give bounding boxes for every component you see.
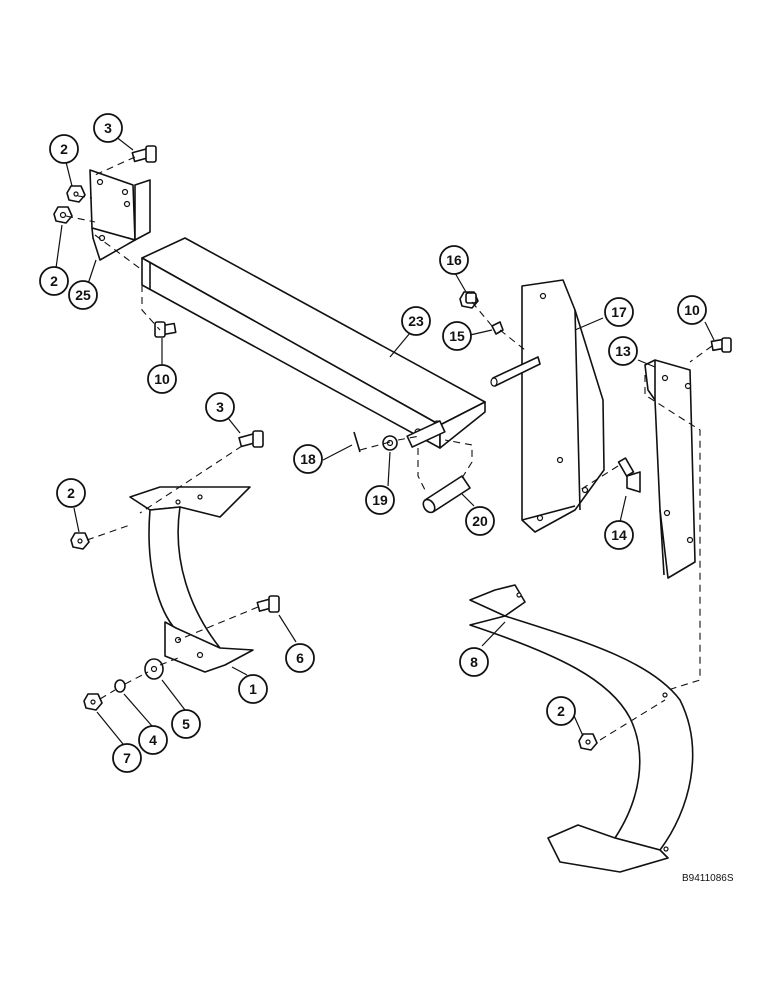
bracket-13 — [644, 359, 696, 579]
svg-text:2: 2 — [557, 703, 565, 719]
callout-13: 13 — [608, 336, 638, 366]
washer-19 — [382, 435, 398, 451]
svg-text:16: 16 — [446, 252, 462, 268]
support-23 — [141, 237, 486, 449]
callout-19: 19 — [365, 485, 395, 515]
svg-text:3: 3 — [104, 120, 112, 136]
lockwasher-4 — [114, 679, 126, 693]
svg-text:2: 2 — [50, 273, 58, 289]
callout-8: 8 — [459, 647, 489, 677]
bolt-10-right — [710, 337, 732, 353]
svg-text:19: 19 — [372, 492, 388, 508]
svg-text:17: 17 — [611, 304, 627, 320]
bolt-3-middle — [238, 430, 264, 448]
clip-15 — [491, 321, 504, 335]
callout-18: 18 — [293, 444, 323, 474]
svg-text:14: 14 — [611, 527, 627, 543]
strap-8 — [469, 584, 694, 873]
svg-text:3: 3 — [216, 399, 224, 415]
callout-15: 15 — [442, 321, 472, 351]
washer-5 — [144, 658, 164, 680]
callout-3-middle: 3 — [205, 392, 235, 422]
callout-17: 17 — [604, 297, 634, 327]
callout-1: 1 — [238, 674, 268, 704]
callout-25: 25 — [68, 280, 98, 310]
callout-2-top: 2 — [49, 134, 79, 164]
svg-text:6: 6 — [296, 650, 304, 666]
bolt-14 — [617, 457, 641, 493]
svg-text:20: 20 — [472, 513, 488, 529]
bolt-10-left — [154, 321, 177, 338]
callout-10-left: 10 — [147, 364, 177, 394]
svg-text:8: 8 — [470, 654, 478, 670]
svg-text:2: 2 — [67, 485, 75, 501]
fasteners — [53, 145, 732, 751]
callout-2-second: 2 — [39, 266, 69, 296]
pin-18 — [353, 431, 361, 453]
alignment-lines — [65, 156, 713, 741]
svg-text:18: 18 — [300, 451, 316, 467]
bolt-3-top — [131, 145, 157, 163]
callout-2-right: 2 — [546, 696, 576, 726]
callout-3-top: 3 — [93, 113, 123, 143]
callout-10-right: 10 — [677, 295, 707, 325]
svg-text:10: 10 — [154, 371, 170, 387]
bracket-25 — [89, 169, 151, 261]
callout-16: 16 — [439, 245, 469, 275]
nut-2-left — [70, 532, 90, 550]
svg-text:2: 2 — [60, 141, 68, 157]
svg-text:10: 10 — [684, 302, 700, 318]
svg-text:15: 15 — [449, 328, 465, 344]
bolt-6 — [256, 595, 280, 613]
nut-7 — [83, 693, 103, 711]
callout-6: 6 — [285, 643, 315, 673]
svg-text:5: 5 — [182, 716, 190, 732]
callout-2-left: 2 — [56, 478, 86, 508]
svg-text:7: 7 — [123, 750, 131, 766]
plate-17 — [521, 279, 605, 533]
spacer-20 — [422, 475, 471, 514]
callout-20: 20 — [465, 506, 495, 536]
svg-text:25: 25 — [75, 287, 91, 303]
pin-to-plate — [490, 356, 541, 387]
callout-7: 7 — [112, 743, 142, 773]
callouts: 3 2 2 25 10 16 15 23 — [39, 113, 707, 773]
callout-23: 23 — [401, 306, 431, 336]
svg-text:23: 23 — [408, 313, 424, 329]
callout-4: 4 — [138, 725, 168, 755]
nut-2-second — [53, 206, 73, 224]
svg-text:1: 1 — [249, 681, 257, 697]
nut-2-right — [578, 733, 598, 751]
callout-5: 5 — [171, 709, 201, 739]
nut-2-top — [66, 185, 86, 203]
svg-text:4: 4 — [149, 732, 157, 748]
svg-text:13: 13 — [615, 343, 631, 359]
callout-14: 14 — [604, 520, 634, 550]
strap-1 — [129, 486, 254, 673]
figure-reference: B9411086S — [682, 873, 734, 884]
